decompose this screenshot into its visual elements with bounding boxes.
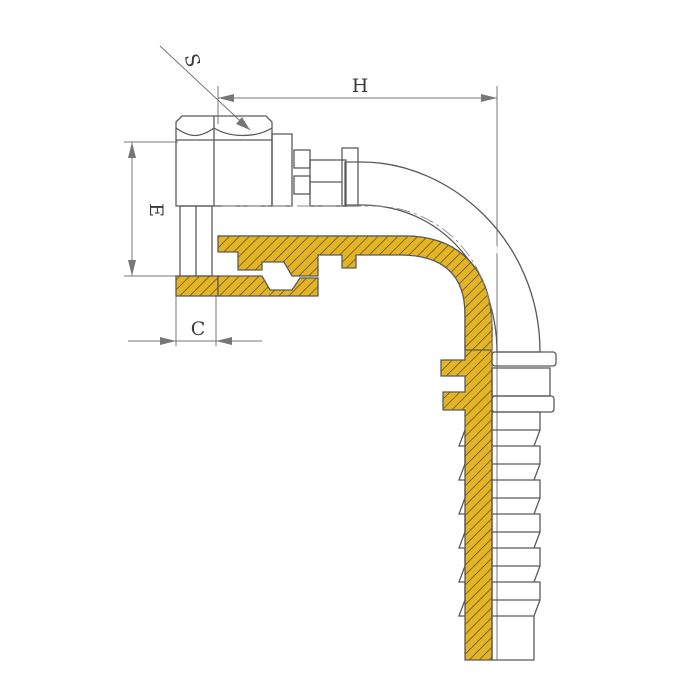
dimension-c: C [128, 296, 262, 346]
hex-nut-chamfer [175, 127, 273, 137]
dimension-c-arrow-left [160, 337, 176, 345]
collar-ring-2 [293, 175, 311, 195]
collar-neck [271, 133, 293, 207]
section-cut-nut-lower [175, 275, 219, 297]
dimension-h-label: H [352, 75, 369, 97]
collar-shaft [309, 159, 347, 207]
dimension-h-arrow-right [481, 94, 497, 102]
dimension-h-arrow-left [218, 94, 234, 102]
dimension-e-label: E [145, 203, 167, 217]
hex-nut [175, 115, 273, 277]
outer-bend-highlight [361, 170, 530, 349]
dimension-c-arrow-right [216, 337, 232, 345]
dimension-e: E [124, 141, 178, 277]
tail-collar-bottom [491, 395, 555, 413]
hex-nut-body [175, 115, 273, 207]
dimension-c-label: C [191, 318, 206, 340]
collar-ring-1 [293, 149, 311, 169]
dimension-e-arrow-top [128, 142, 136, 158]
center-line [222, 205, 493, 660]
hose-tail [491, 351, 557, 661]
dimension-s: S [159, 45, 251, 131]
tail-collar-mid [491, 367, 551, 397]
dimension-s-leader [159, 45, 251, 131]
dimension-s-label: S [179, 51, 204, 69]
section-cut-upper [217, 235, 493, 351]
section-cut-ferrule [217, 275, 319, 297]
nut-inner-bore [179, 205, 213, 277]
dimension-e-arrow-bottom [128, 260, 136, 276]
tail-collar-top [491, 351, 557, 367]
dimension-s-arrow [236, 117, 250, 130]
section-cut-body [218, 235, 493, 661]
tail-barbed-shank [491, 411, 541, 661]
dimension-h: H [217, 75, 498, 660]
section-barbs [458, 429, 466, 617]
